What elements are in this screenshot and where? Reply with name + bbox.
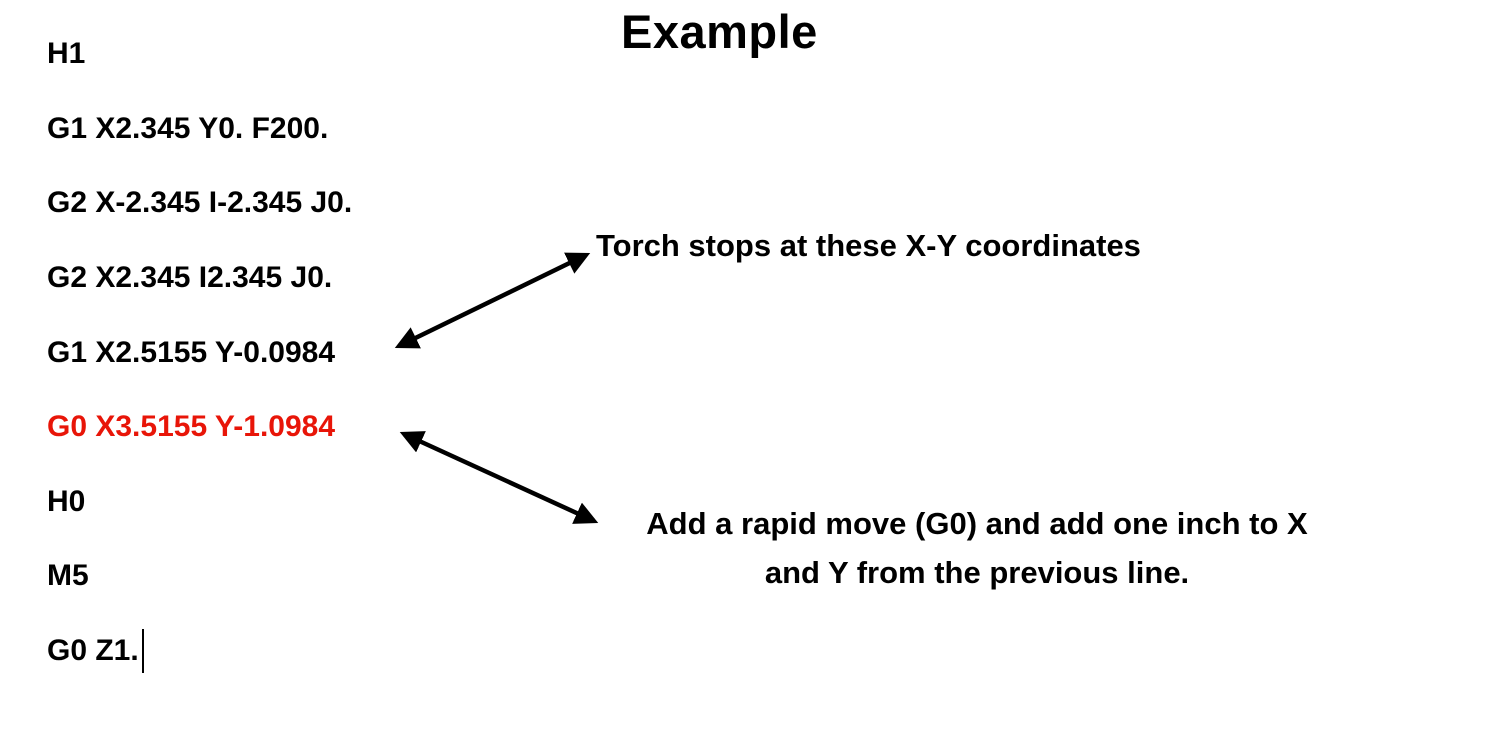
gcode-line-text: G1 X2.5155 Y-0.0984	[47, 335, 336, 369]
gcode-line-text: G2 X-2.345 I-2.345 J0.	[47, 186, 353, 220]
annotation-rapid-move: Add a rapid move (G0) and add one inch t…	[605, 499, 1349, 597]
gcode-line-g0-rapid-highlighted[interactable]: G0 X3.5155 Y-1.0984	[47, 390, 567, 465]
gcode-line-g1-feed[interactable]: G1 X2.345 Y0. F200.	[47, 92, 567, 167]
gcode-line-h1[interactable]: H1	[47, 17, 567, 92]
text-cursor	[141, 629, 145, 674]
annotation-torch-stops: Torch stops at these X-Y coordinates	[596, 228, 1141, 263]
gcode-line-text: G0 Z1.	[47, 634, 139, 668]
page-title: Example	[621, 5, 818, 58]
gcode-line-text: H0	[47, 484, 86, 518]
gcode-line-text: H1	[47, 37, 86, 71]
annotation-rapid-move-line2: and Y from the previous line.	[764, 555, 1190, 590]
gcode-line-text: M5	[47, 559, 89, 593]
gcode-line-g2-ccw2[interactable]: G2 X2.345 I2.345 J0.	[47, 241, 567, 316]
gcode-line-text: G0 X3.5155 Y-1.0984	[47, 410, 336, 444]
gcode-editor-area[interactable]: H1 G1 X2.345 Y0. F200. G2 X-2.345 I-2.34…	[47, 17, 567, 688]
gcode-line-m5[interactable]: M5	[47, 539, 567, 614]
gcode-line-text: G1 X2.345 Y0. F200.	[47, 111, 329, 145]
gcode-line-text: G2 X2.345 I2.345 J0.	[47, 261, 333, 295]
gcode-line-h0[interactable]: H0	[47, 465, 567, 540]
annotation-rapid-move-line1: Add a rapid move (G0) and add one inch t…	[646, 506, 1308, 541]
gcode-line-g1-stop[interactable]: G1 X2.5155 Y-0.0984	[47, 315, 567, 390]
gcode-line-g2-ccw1[interactable]: G2 X-2.345 I-2.345 J0.	[47, 166, 567, 241]
gcode-line-g0-z1[interactable]: G0 Z1.	[47, 614, 567, 689]
